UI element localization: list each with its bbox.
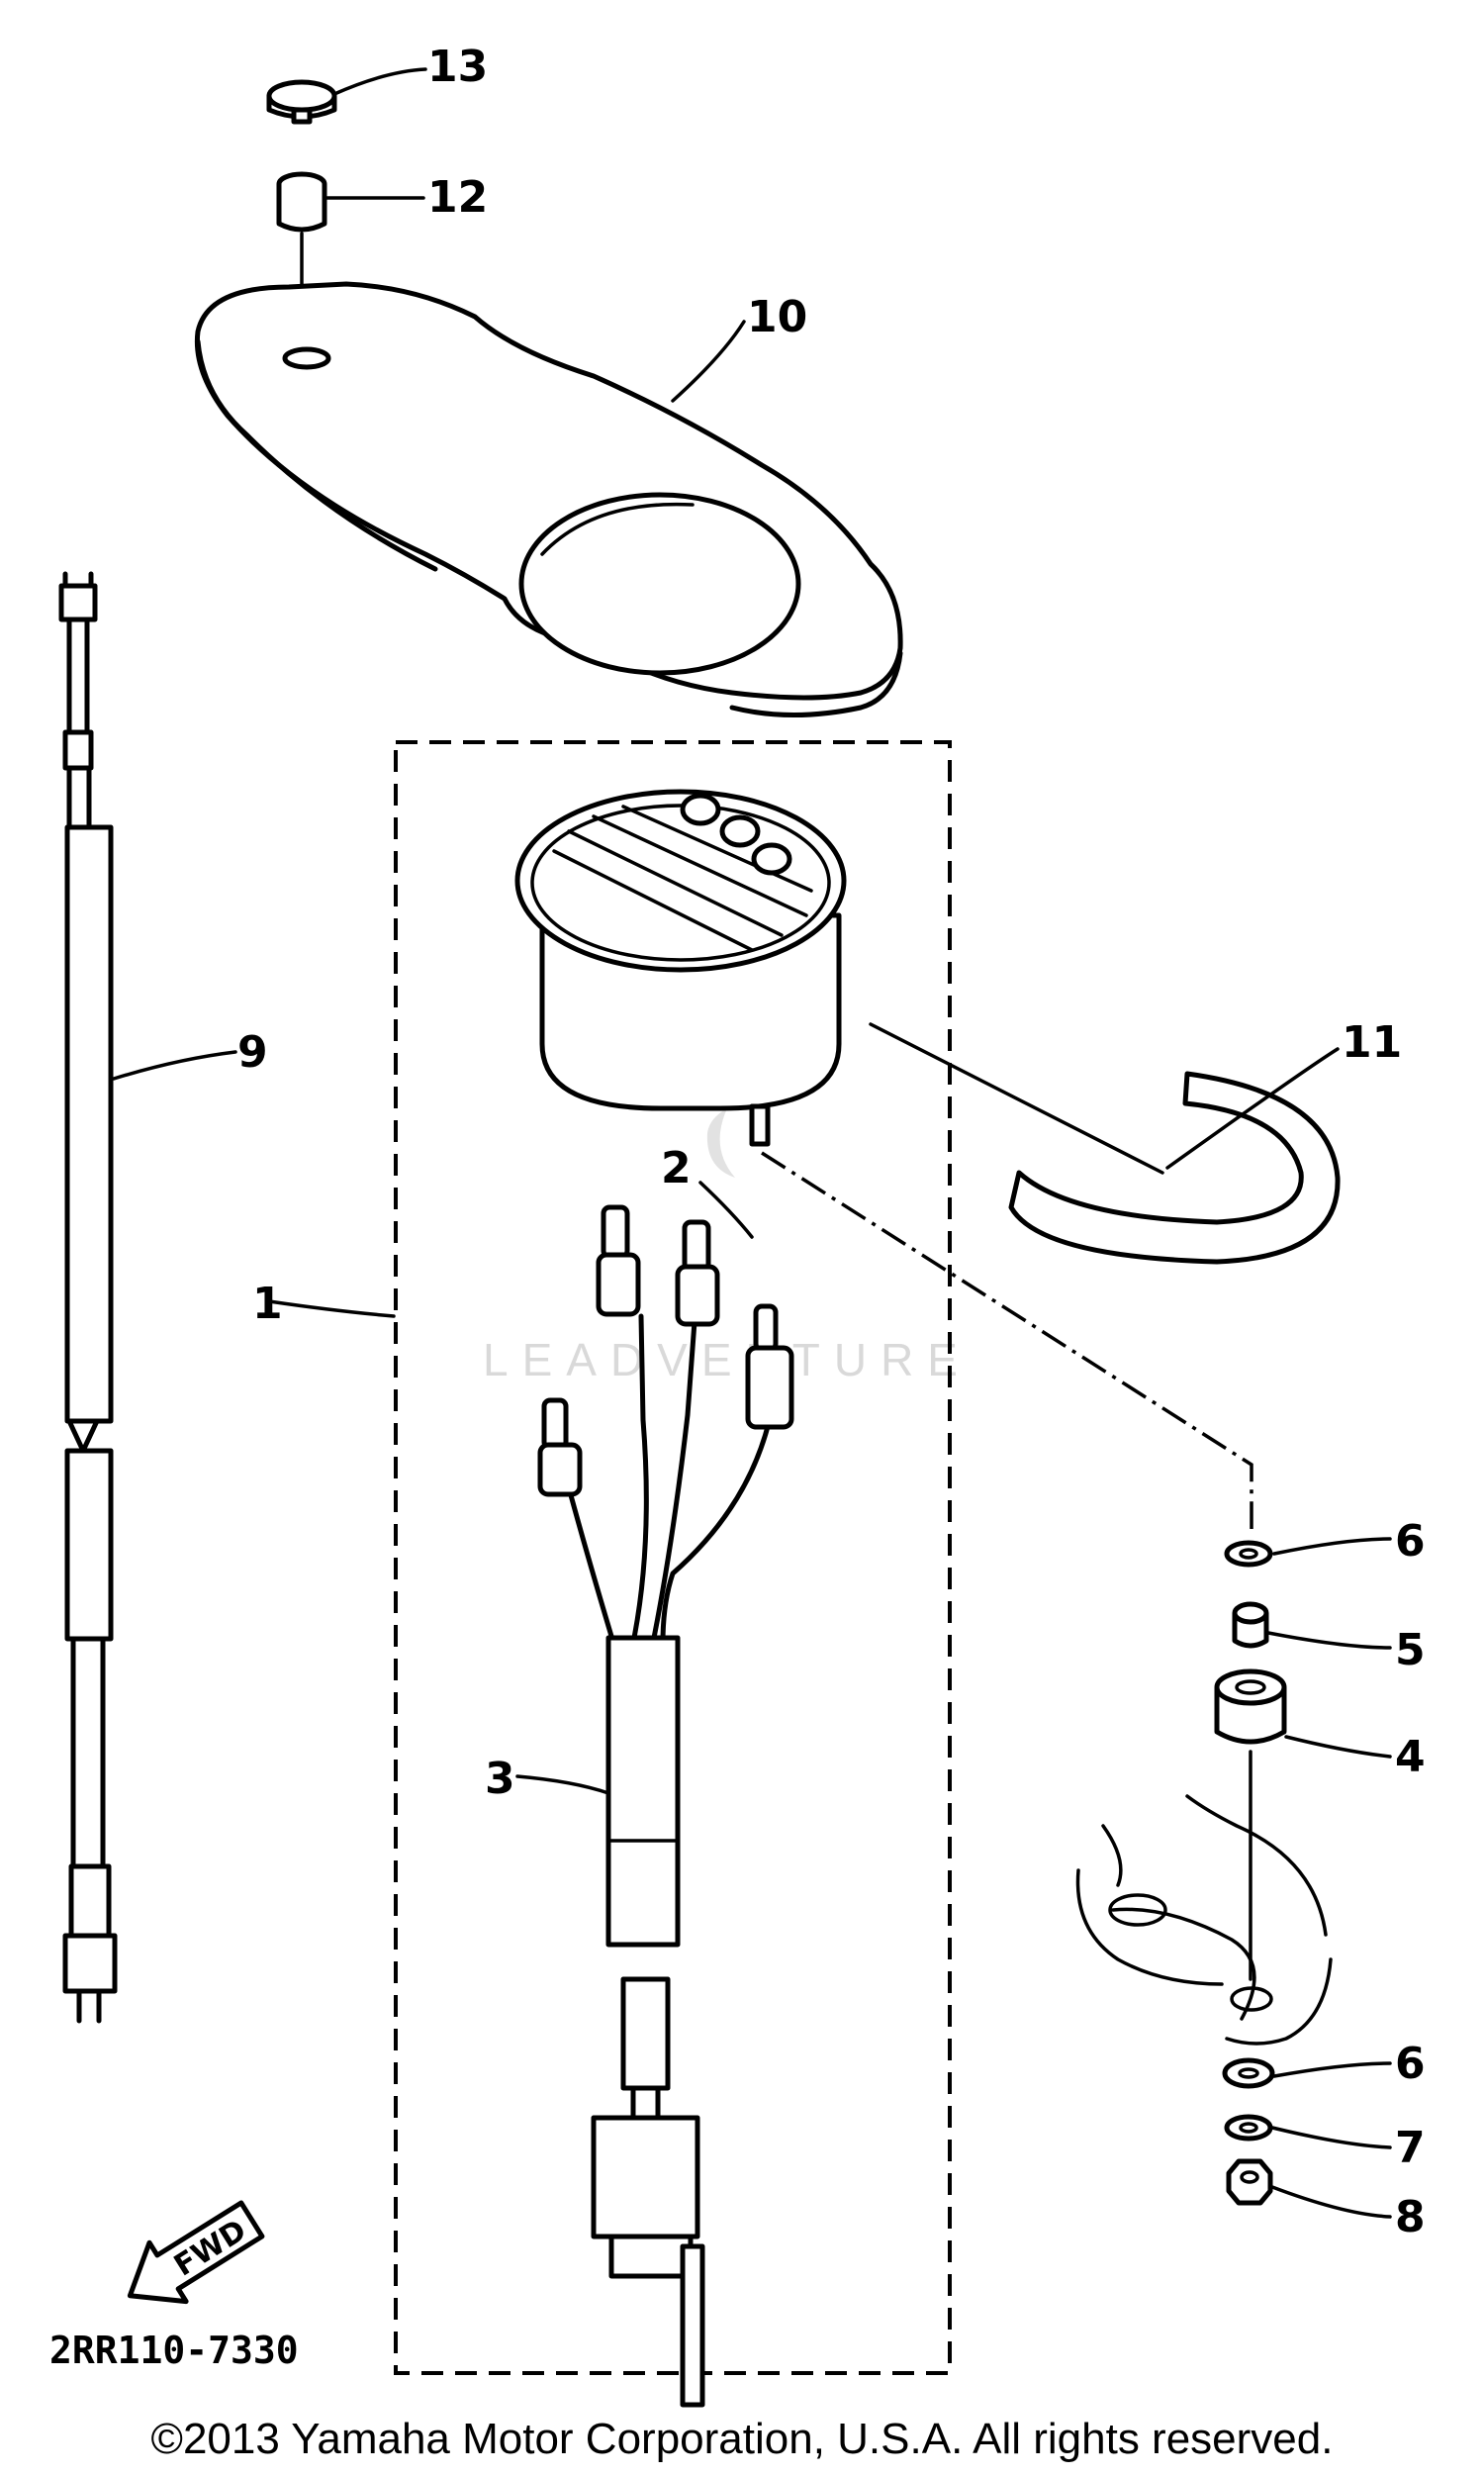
part-6-washer-upper[interactable] <box>1224 1540 1273 1568</box>
diagram-code: 2RR110-7330 <box>49 2329 299 2372</box>
part-8-nut[interactable] <box>1226 2158 1273 2206</box>
fwd-arrow: FWD <box>127 2200 265 2305</box>
callout-8[interactable]: 8 <box>1395 2192 1426 2242</box>
watermark-logo: LEADVENTURE <box>483 1108 972 1385</box>
part-12-collar[interactable] <box>276 171 327 289</box>
callout-6-lower[interactable]: 6 <box>1395 2039 1426 2089</box>
copyright-notice: ©2013 Yamaha Motor Corporation, U.S.A. A… <box>150 2415 1334 2463</box>
callout-1[interactable]: 1 <box>252 1279 283 1329</box>
callout-10[interactable]: 10 <box>747 292 807 342</box>
part-13-screw[interactable] <box>266 79 337 125</box>
callout-11[interactable]: 11 <box>1342 1017 1402 1068</box>
callout-5[interactable]: 5 <box>1395 1625 1426 1675</box>
leader-lines <box>112 67 1392 2219</box>
callout-4[interactable]: 4 <box>1395 1732 1426 1782</box>
frame-bracket-outline <box>1075 1794 1333 2046</box>
part-6-washer-lower[interactable] <box>1222 2057 1275 2089</box>
callout-9[interactable]: 9 <box>237 1027 268 1078</box>
assembly-1-boundary <box>394 740 952 2375</box>
callout-7[interactable]: 7 <box>1395 2123 1426 2173</box>
callout-3[interactable]: 3 <box>485 1754 515 1804</box>
part-4-grommet[interactable] <box>1214 1668 1287 1745</box>
assembly-leader-line <box>761 1151 1253 1529</box>
meter-assembly[interactable] <box>514 789 847 1147</box>
watermark-text: LEADVENTURE <box>483 1334 972 1385</box>
part-7-lock-washer[interactable] <box>1224 2114 1273 2142</box>
callout-2[interactable]: 2 <box>661 1143 692 1193</box>
part-10-meter-cover[interactable] <box>194 281 903 717</box>
callout-13[interactable]: 13 <box>427 42 488 92</box>
part-5-collar[interactable] <box>1232 1601 1269 1649</box>
callout-6-upper[interactable]: 6 <box>1395 1516 1426 1567</box>
part-3-wire-harness[interactable] <box>537 1204 794 2408</box>
part-11-bracket[interactable] <box>1008 1071 1341 1265</box>
part-9-speedometer-cable[interactable] <box>58 571 118 2024</box>
callout-12[interactable]: 12 <box>427 172 488 223</box>
